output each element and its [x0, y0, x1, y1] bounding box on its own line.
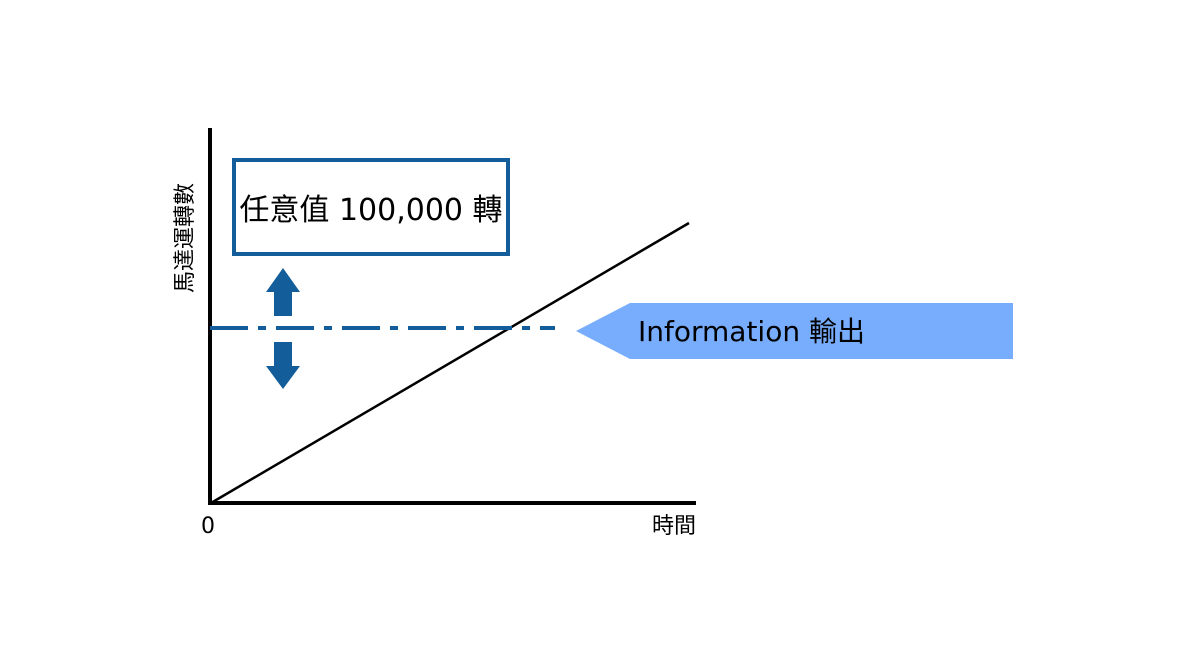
x-axis-label: 時間 [652, 514, 696, 539]
up-down-arrows-icon [266, 268, 300, 389]
setpoint-label: 任意值 100,000 轉 [239, 193, 502, 228]
y-axis-label: 馬達運轉數 [173, 183, 198, 293]
output-banner [576, 303, 1013, 359]
rpm-trend-line [210, 221, 690, 505]
up-arrow-icon [266, 268, 300, 316]
down-arrow-icon [266, 342, 300, 389]
origin-label: 0 [201, 514, 215, 539]
setpoint-box [232, 158, 510, 256]
output-label: Information 輸出 [638, 315, 865, 348]
